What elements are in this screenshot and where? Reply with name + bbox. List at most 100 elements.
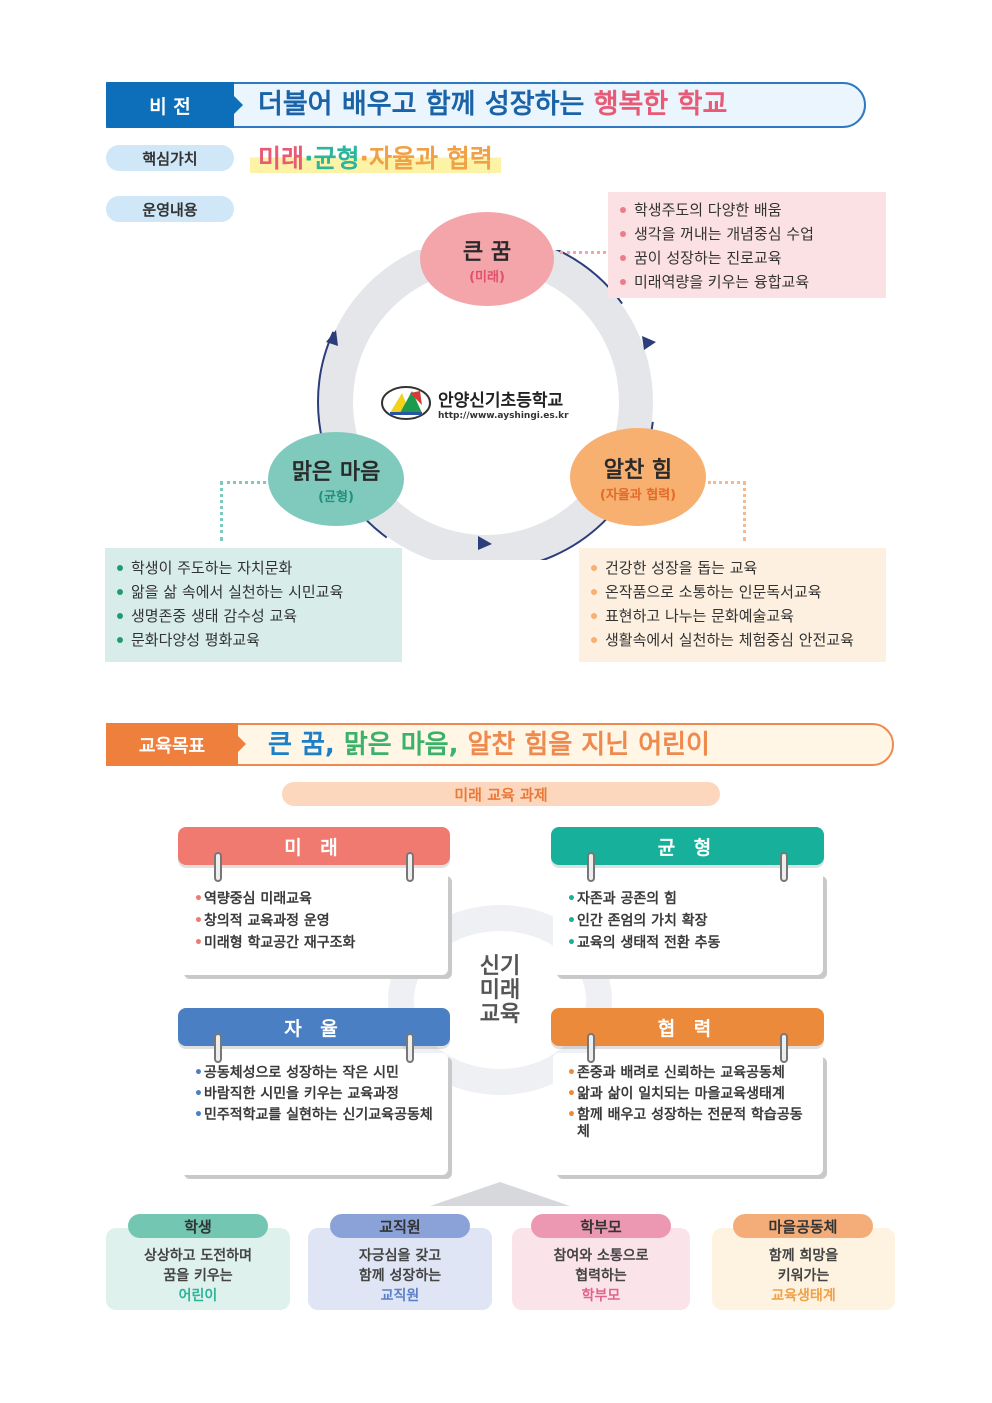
list-item: 앎과 삶이 일치되는 마을교육생태계 [567, 1086, 809, 1103]
group-community-title: 마을공동체 [733, 1214, 873, 1238]
binder-ring-icon [214, 852, 222, 882]
ring-arc [317, 250, 655, 560]
vision-main: 더불어 배우고 함께 성장하는 [258, 89, 585, 120]
dream-circle: 큰 꿈 (미래) [420, 212, 554, 306]
card-autonomy-body: 공동체성으로 성장하는 작은 시민 바람직한 시민을 키우는 교육과정 민주적학… [180, 1053, 448, 1175]
group-accent: 어린이 [178, 1288, 218, 1304]
group-line: 자긍심을 갖고 [358, 1248, 442, 1264]
group-accent: 학부모 [581, 1288, 621, 1304]
dream-title: 큰 꿈 [462, 239, 512, 265]
list-item: 미래역량을 키우는 융합교육 [620, 270, 874, 294]
binder-ring-icon [406, 1033, 414, 1063]
school-name: 안양신기초등학교 [438, 390, 564, 411]
power-sub: (자율과 협력) [599, 487, 677, 503]
mind-sub: (균형) [318, 489, 354, 505]
vision-accent: 행복한 학교 [593, 89, 728, 120]
group-line: 키워가는 [777, 1268, 830, 1284]
goal-part: 알찬 힘을 지닌 어린이 [467, 730, 710, 760]
list-item: 학생이 주도하는 자치문화 [117, 556, 390, 580]
list-item: 표현하고 나누는 문화예술교육 [591, 604, 874, 628]
list-item: 창의적 교육과정 운영 [194, 910, 434, 932]
list-item: 미래형 학교공간 재구조화 [194, 932, 434, 954]
connector [220, 481, 223, 541]
binder-ring-icon [587, 852, 595, 882]
value-balance: 균형 [313, 144, 360, 173]
card-cooperation-title: 협 력 [551, 1008, 824, 1046]
connector [560, 251, 606, 254]
list-item: 문화다양성 평화교육 [117, 628, 390, 652]
list-item: 인간 존엄의 가치 확장 [567, 910, 809, 932]
list-item: 학생주도의 다양한 배움 [620, 198, 874, 222]
list-item: 역량중심 미래교육 [194, 888, 434, 910]
dream-list: 학생주도의 다양한 배움 생각을 꺼내는 개념중심 수업 꿈이 성장하는 진로교… [608, 192, 886, 298]
connector [708, 481, 746, 484]
vision-label: 비 전 [106, 82, 243, 128]
list-item: 자존과 공존의 힘 [567, 888, 809, 910]
core-values: 미래·균형·자율과 협력 [250, 145, 501, 173]
binder-ring-icon [780, 1033, 788, 1063]
goal-part: 큰 꿈, [268, 730, 335, 760]
group-line: 함께 희망을 [768, 1248, 839, 1264]
list-item: 함께 배우고 성장하는 전문적 학습공동체 [567, 1107, 809, 1141]
list-item: 생활속에서 실천하는 체험중심 안전교육 [591, 628, 874, 652]
core-values-label: 핵심가치 [106, 145, 234, 171]
card-balance-body: 자존과 공존의 힘 인간 존엄의 가치 확장 교육의 생태적 전환 추동 [553, 872, 823, 975]
school-logo-icon [381, 386, 431, 420]
card-future-title: 미 래 [178, 827, 450, 865]
tasks-label: 미래 교육 과제 [282, 782, 720, 806]
school-logo: 안양신기초등학교 http://www.ayshingi.es.kr [380, 385, 569, 421]
group-line: 협력하는 [575, 1268, 627, 1284]
goal-text: 큰 꿈, 맑은 마음, 알찬 힘을 지닌 어린이 [268, 726, 710, 764]
value-future: 미래 [258, 144, 305, 173]
list-item: 존중과 배려로 신뢰하는 교육공동체 [567, 1065, 809, 1082]
list-item: 건강한 성장을 돕는 교육 [591, 556, 874, 580]
binder-ring-icon [780, 852, 788, 882]
arrow-icon [478, 536, 492, 550]
group-accent: 교육생태계 [771, 1288, 836, 1304]
arrow-icon [642, 336, 656, 350]
group-line: 꿈을 키우는 [163, 1268, 233, 1284]
center-line: 신기 [479, 954, 521, 979]
dream-sub: (미래) [469, 269, 505, 285]
card-future-body: 역량중심 미래교육 창의적 교육과정 운영 미래형 학교공간 재구조화 [180, 872, 448, 975]
list-item: 공동체성으로 성장하는 작은 시민 [194, 1065, 434, 1082]
group-accent: 교직원 [380, 1288, 420, 1304]
connector [220, 481, 266, 484]
binder-ring-icon [406, 852, 414, 882]
value-autonomy: 자율과 협력 [369, 144, 493, 173]
group-line: 함께 성장하는 [358, 1268, 442, 1284]
card-balance-title: 균 형 [551, 827, 824, 865]
pointer-triangle [430, 1182, 570, 1206]
list-item: 생명존중 생태 감수성 교육 [117, 604, 390, 628]
binder-ring-icon [214, 1033, 222, 1063]
operation-label: 운영내용 [106, 196, 234, 222]
group-student-title: 학생 [128, 1214, 268, 1238]
separator: · [304, 144, 314, 173]
power-list: 건강한 성장을 돕는 교육 온작품으로 소통하는 인문독서교육 표현하고 나누는… [579, 548, 886, 662]
power-circle: 알찬 힘(자율과 협력) [570, 428, 706, 526]
center-line: 미래 [479, 978, 521, 1003]
mind-title: 맑은 마음 [291, 459, 381, 485]
list-item: 생각을 꺼내는 개념중심 수업 [620, 222, 874, 246]
goal-label: 교육목표 [106, 723, 246, 766]
separator: · [359, 144, 370, 173]
list-item: 바람직한 시민을 키우는 교육과정 [194, 1086, 434, 1103]
center-line: 교육 [479, 1002, 521, 1027]
mind-list: 학생이 주도하는 자치문화 앎을 삶 속에서 실천하는 시민교육 생명존중 생태… [105, 548, 402, 662]
group-staff-title: 교직원 [330, 1214, 470, 1238]
list-item: 민주적학교를 실현하는 신기교육공동체 [194, 1107, 434, 1124]
list-item: 교육의 생태적 전환 추동 [567, 932, 809, 954]
list-item: 앎을 삶 속에서 실천하는 시민교육 [117, 580, 390, 604]
group-parent-title: 학부모 [531, 1214, 671, 1238]
arrow-icon [326, 330, 338, 346]
card-autonomy-title: 자 율 [178, 1008, 450, 1046]
mind-circle: 맑은 마음 (균형) [268, 432, 404, 526]
list-item: 꿈이 성장하는 진로교육 [620, 246, 874, 270]
connector [743, 481, 746, 541]
school-url: http://www.ayshingi.es.kr [438, 410, 569, 421]
binder-ring-icon [587, 1033, 595, 1063]
